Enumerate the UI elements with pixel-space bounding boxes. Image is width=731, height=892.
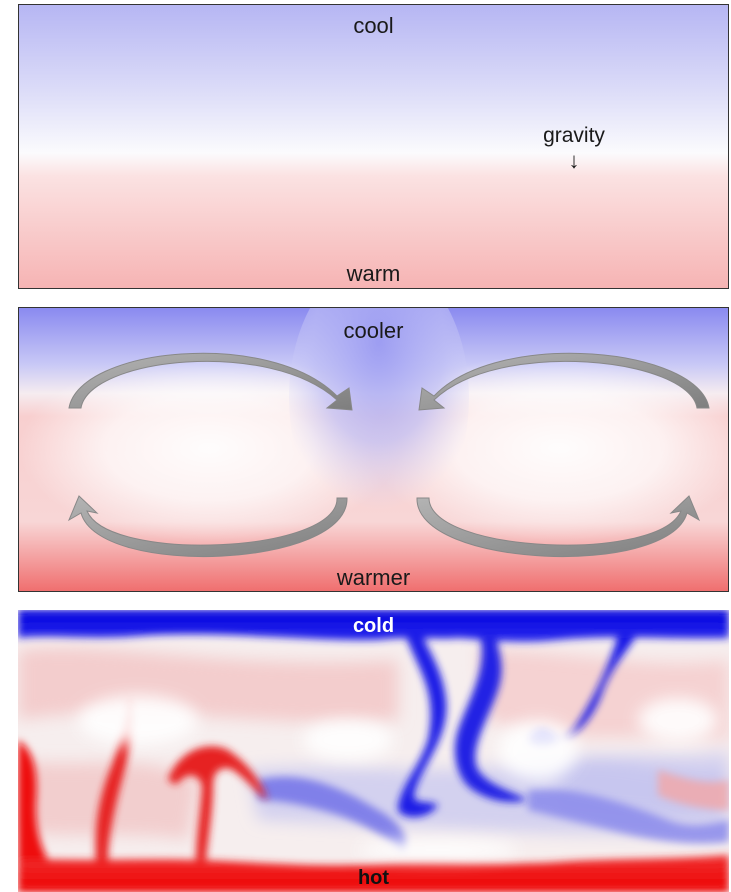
top-label: cool	[353, 13, 394, 38]
top-label: cold	[352, 615, 395, 637]
turbulence-field	[18, 610, 729, 892]
bottom-label: warm	[346, 261, 401, 286]
circulation-arrow	[67, 495, 348, 558]
panel-turbulent-convection: cold hot	[18, 610, 729, 892]
convection-field	[19, 308, 728, 591]
circulation-arrow	[418, 352, 710, 411]
bottom-label: hot	[357, 867, 390, 889]
gravity-annotation: gravity ↓	[534, 123, 614, 175]
circulation-arrow	[68, 352, 353, 411]
circulation-arrow	[416, 495, 701, 558]
top-label: cooler	[343, 318, 404, 343]
down-arrow-icon: ↓	[568, 148, 580, 174]
panel-stable-stratification: cool warm gravity ↓	[18, 4, 729, 289]
gradient-field	[19, 5, 728, 288]
panel-convection-cells: cooler warmer	[18, 307, 729, 592]
bottom-label: warmer	[336, 565, 411, 590]
gravity-label: gravity	[543, 124, 605, 147]
